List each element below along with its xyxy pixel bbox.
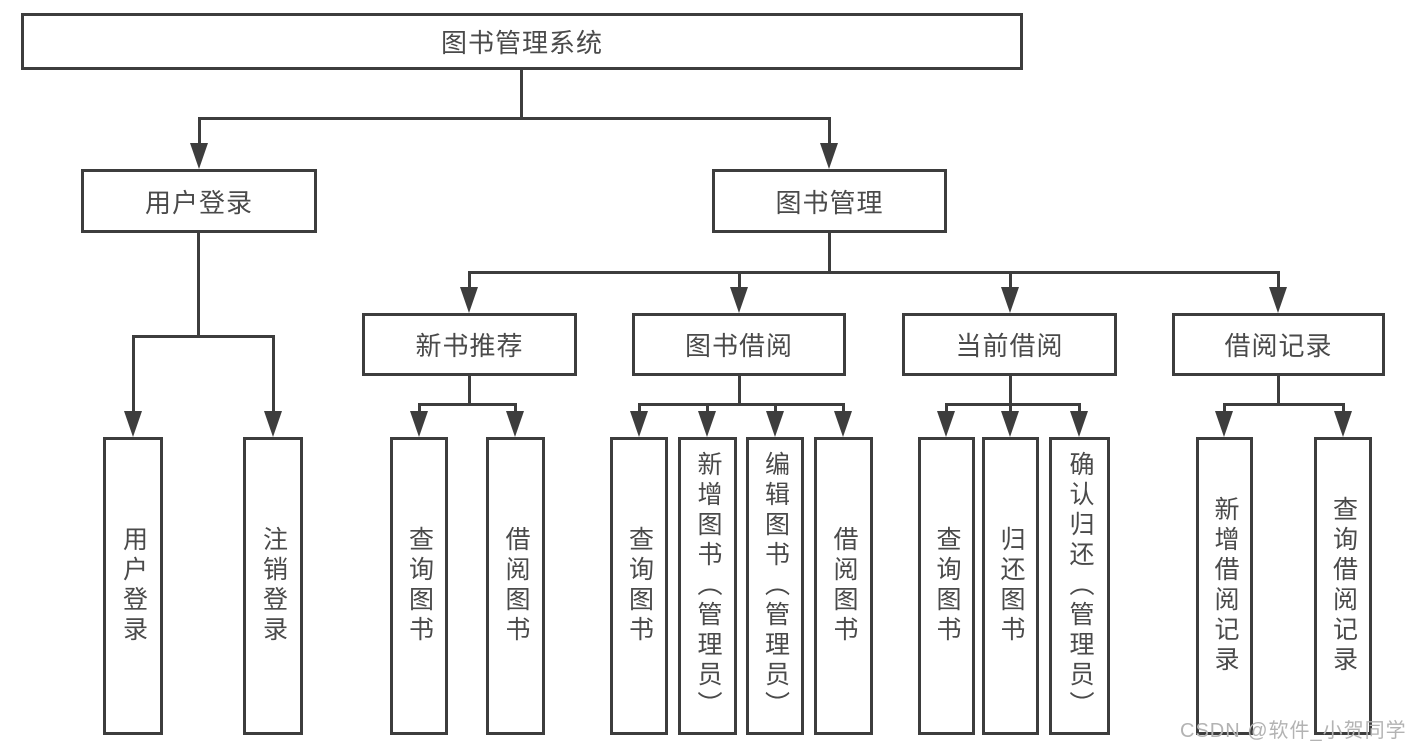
leaf-add-books-admin: 新增图书（管理员） [678, 437, 737, 735]
node-label: 用户登录 [144, 187, 253, 218]
node-label: 当前借阅 [955, 331, 1064, 361]
connector-vertical [842, 403, 845, 415]
node-book-management: 图书管理 [712, 169, 947, 233]
connector-horizontal [468, 271, 1280, 274]
connector-vertical [198, 117, 201, 147]
node-label: 注销登录 [259, 526, 288, 646]
node-label: 查询图书 [625, 526, 654, 646]
node-label: 查询图书 [933, 526, 961, 646]
connector-vertical [468, 271, 471, 291]
connector-vertical [945, 403, 948, 415]
arrowhead-down-icon [1334, 411, 1352, 437]
node-borrowing-records: 借阅记录 [1172, 313, 1385, 376]
arrowhead-down-icon [1070, 411, 1088, 437]
watermark: CSDN @软件_小贺同学 [1180, 720, 1405, 742]
node-label: 新增图书（管理员） [694, 451, 722, 721]
arrowhead-down-icon [124, 411, 142, 437]
node-label: 借阅记录 [1224, 331, 1333, 361]
node-library-system: 图书管理系统 [21, 13, 1023, 70]
connector-vertical [638, 403, 641, 415]
connector-vertical [1342, 403, 1345, 415]
arrowhead-down-icon [937, 411, 955, 437]
node-label: 归还图书 [997, 526, 1025, 646]
connector-vertical [520, 67, 523, 119]
node-label: 用户登录 [119, 526, 148, 646]
connector-vertical [774, 403, 777, 415]
connector-horizontal [132, 335, 275, 338]
node-label: 编辑图书（管理员） [761, 451, 790, 721]
connector-horizontal [945, 403, 1081, 406]
connector-horizontal [1223, 403, 1345, 406]
connector-vertical [738, 271, 741, 291]
connector-vertical [738, 376, 741, 405]
arrowhead-down-icon [1001, 287, 1019, 313]
node-label: 图书借阅 [684, 331, 793, 361]
connector-vertical [828, 117, 831, 147]
node-label: 借阅图书 [502, 526, 530, 646]
arrowhead-down-icon [834, 411, 852, 437]
leaf-logout: 注销登录 [243, 437, 303, 735]
connector-vertical [418, 403, 421, 415]
connector-vertical [1277, 271, 1280, 291]
leaf-return-books: 归还图书 [982, 437, 1039, 735]
connector-vertical [272, 335, 275, 415]
leaf-query-borrow-record: 查询借阅记录 [1314, 437, 1372, 735]
arrowhead-down-icon [506, 411, 524, 437]
leaf-query-books-current: 查询图书 [918, 437, 975, 735]
node-current-borrowing: 当前借阅 [902, 313, 1117, 376]
connector-vertical [514, 403, 517, 415]
connector-vertical [1009, 271, 1012, 291]
connector-vertical [828, 233, 831, 273]
connector-vertical [706, 403, 709, 415]
node-label: 新增借阅记录 [1211, 496, 1239, 676]
node-label: 新书推荐 [415, 331, 524, 361]
leaf-add-borrow-record: 新增借阅记录 [1196, 437, 1253, 735]
leaf-query-books-borrowing: 查询图书 [610, 437, 668, 735]
arrowhead-down-icon [460, 287, 478, 313]
node-user-login: 用户登录 [81, 169, 317, 233]
leaf-edit-books-admin: 编辑图书（管理员） [746, 437, 804, 735]
arrowhead-down-icon [820, 143, 838, 169]
leaf-user-login: 用户登录 [103, 437, 163, 735]
node-book-borrowing: 图书借阅 [632, 313, 846, 376]
node-label: 查询借阅记录 [1329, 496, 1358, 676]
node-label: 确认归还（管理员） [1066, 451, 1094, 721]
arrowhead-down-icon [410, 411, 428, 437]
leaf-borrow-books: 借阅图书 [814, 437, 873, 735]
node-label: 借阅图书 [830, 526, 858, 646]
connector-horizontal [638, 403, 845, 406]
connector-vertical [197, 232, 200, 337]
connector-horizontal [418, 403, 517, 406]
connector-vertical [1277, 376, 1280, 405]
connector-vertical [132, 335, 135, 415]
arrowhead-down-icon [730, 287, 748, 313]
connector-horizontal [198, 117, 831, 120]
arrowhead-down-icon [264, 411, 282, 437]
arrowhead-down-icon [630, 411, 648, 437]
arrowhead-down-icon [698, 411, 716, 437]
connector-vertical [1009, 403, 1012, 415]
connector-vertical [1078, 403, 1081, 415]
connector-vertical [1009, 376, 1012, 405]
arrowhead-down-icon [1269, 287, 1287, 313]
arrowhead-down-icon [1001, 411, 1019, 437]
leaf-query-books-recommend: 查询图书 [390, 437, 448, 735]
leaf-borrow-books-recommend: 借阅图书 [486, 437, 545, 735]
arrowhead-down-icon [766, 411, 784, 437]
node-label: 图书管理 [775, 187, 884, 218]
connector-vertical [468, 376, 471, 405]
leaf-confirm-return-admin: 确认归还（管理员） [1049, 437, 1110, 735]
node-label: 查询图书 [405, 526, 434, 646]
arrowhead-down-icon [190, 143, 208, 169]
connector-vertical [1223, 403, 1226, 415]
arrowhead-down-icon [1215, 411, 1233, 437]
node-new-book-recommend: 新书推荐 [362, 313, 577, 376]
node-label: 图书管理系统 [440, 28, 603, 58]
